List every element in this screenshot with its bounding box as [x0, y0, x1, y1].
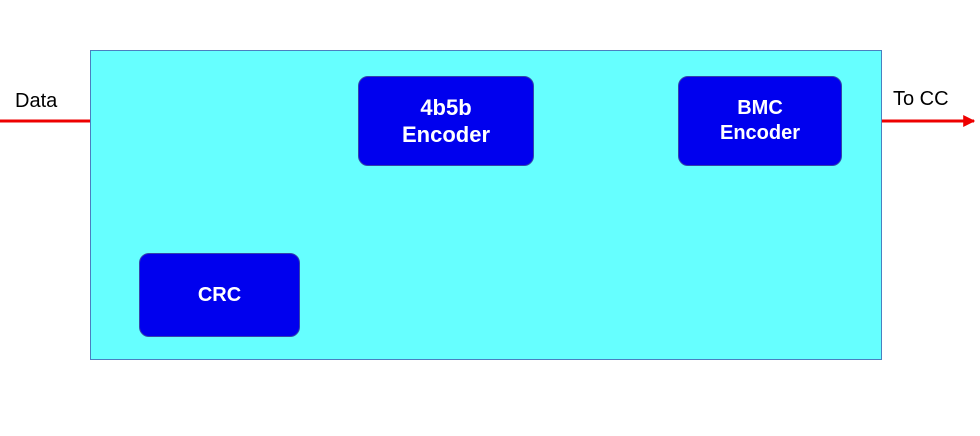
data-input-label: Data [15, 90, 58, 112]
to-cc-output-label: To CC [893, 88, 949, 110]
bmc-encoder-block: BMC Encoder [678, 76, 842, 166]
crc-block: CRC [139, 253, 300, 337]
4b5b-encoder-block: 4b5b Encoder [358, 76, 534, 166]
